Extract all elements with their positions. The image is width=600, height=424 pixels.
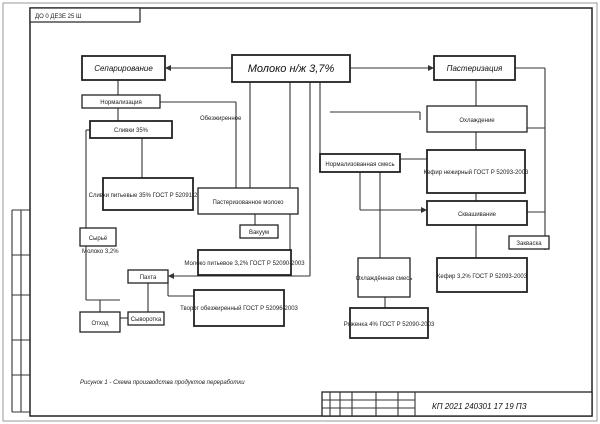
block-side-small bbox=[239, 224, 279, 239]
block-separation-label: Сепарирование bbox=[94, 64, 153, 73]
block-right-process-label: Сквашивание bbox=[458, 212, 497, 218]
block-cooling bbox=[426, 105, 528, 133]
block-main bbox=[231, 54, 351, 83]
document-code: КП 2021 240301 17 19 ПЗ bbox=[432, 402, 527, 411]
block-product-f-label: Ряженка 4% ГОСТ Р 52090-2003 bbox=[344, 322, 435, 328]
block-buttermilk-label: Пахта bbox=[140, 275, 157, 281]
block-cream-label: Сливки 35% bbox=[114, 128, 149, 134]
block-normalization-left-label: Нормализация bbox=[100, 100, 141, 106]
corner-code-box bbox=[29, 7, 141, 23]
block-waste-label: Отход bbox=[91, 321, 109, 327]
block-product-e-label: Кефир 3,2% ГОСТ Р 52093-2003 bbox=[437, 274, 528, 280]
block-side-small-label: Вакуум bbox=[249, 230, 269, 236]
block-process-left-label: Пастеризованное молоко bbox=[212, 200, 284, 206]
block-product-b bbox=[197, 249, 292, 276]
drawing-frame bbox=[29, 7, 593, 417]
block-product-a-label: Сливки питьевые 35% ГОСТ Р 52091-2003 bbox=[89, 193, 208, 199]
block-process-left bbox=[197, 187, 299, 215]
block-center-bottom-label: Охлаждённая смесь bbox=[356, 276, 413, 282]
block-right-small-label: Закваска bbox=[516, 241, 542, 247]
block-product-b-label: Молоко питьевое 3,2% ГОСТ Р 52090-2003 bbox=[184, 261, 305, 267]
block-skim-label: Обезжиренное bbox=[200, 116, 242, 122]
block-left-side-a bbox=[79, 227, 117, 247]
block-product-d bbox=[426, 149, 526, 194]
block-right-small bbox=[508, 235, 550, 250]
block-pasteurization-label: Пастеризация bbox=[447, 64, 503, 73]
block-normalization-left bbox=[81, 94, 161, 109]
block-left-side-b-label: Молоко 3,2% bbox=[82, 249, 119, 255]
figure-caption: Рисунок 1 - Схема производства продуктов… bbox=[80, 380, 245, 386]
title-block bbox=[321, 391, 593, 417]
block-side-bottom-label: Сыворотка bbox=[131, 317, 162, 323]
block-cream bbox=[89, 120, 173, 139]
block-product-c-label: Творог обезжиренный ГОСТ Р 52096-2003 bbox=[180, 305, 298, 312]
left-binding-strip bbox=[11, 209, 30, 413]
block-product-e bbox=[436, 257, 528, 293]
block-side-bottom bbox=[127, 311, 165, 326]
block-product-a bbox=[102, 177, 194, 211]
block-product-c bbox=[193, 289, 285, 327]
block-pasteurization bbox=[433, 55, 516, 81]
block-product-d-label: Кефир нежирный ГОСТ Р 52093-2003 bbox=[424, 169, 529, 176]
block-center bbox=[319, 153, 401, 173]
block-left-side-a-label: Сырьё bbox=[89, 236, 108, 242]
connectors bbox=[85, 65, 546, 319]
block-product-f bbox=[349, 307, 429, 339]
block-right-process bbox=[426, 200, 528, 226]
corner-code: ДО 0 ДЕЗЕ 25 Ш bbox=[35, 14, 81, 20]
block-separation bbox=[81, 55, 166, 81]
block-waste bbox=[79, 311, 121, 333]
block-buttermilk bbox=[127, 269, 169, 284]
block-cooling-label: Охлаждение bbox=[459, 118, 495, 124]
block-center-label: Нормализованная смесь bbox=[325, 162, 394, 168]
block-center-bottom bbox=[357, 257, 411, 298]
block-main-label: Молоко н/ж 3,7% bbox=[248, 63, 335, 75]
